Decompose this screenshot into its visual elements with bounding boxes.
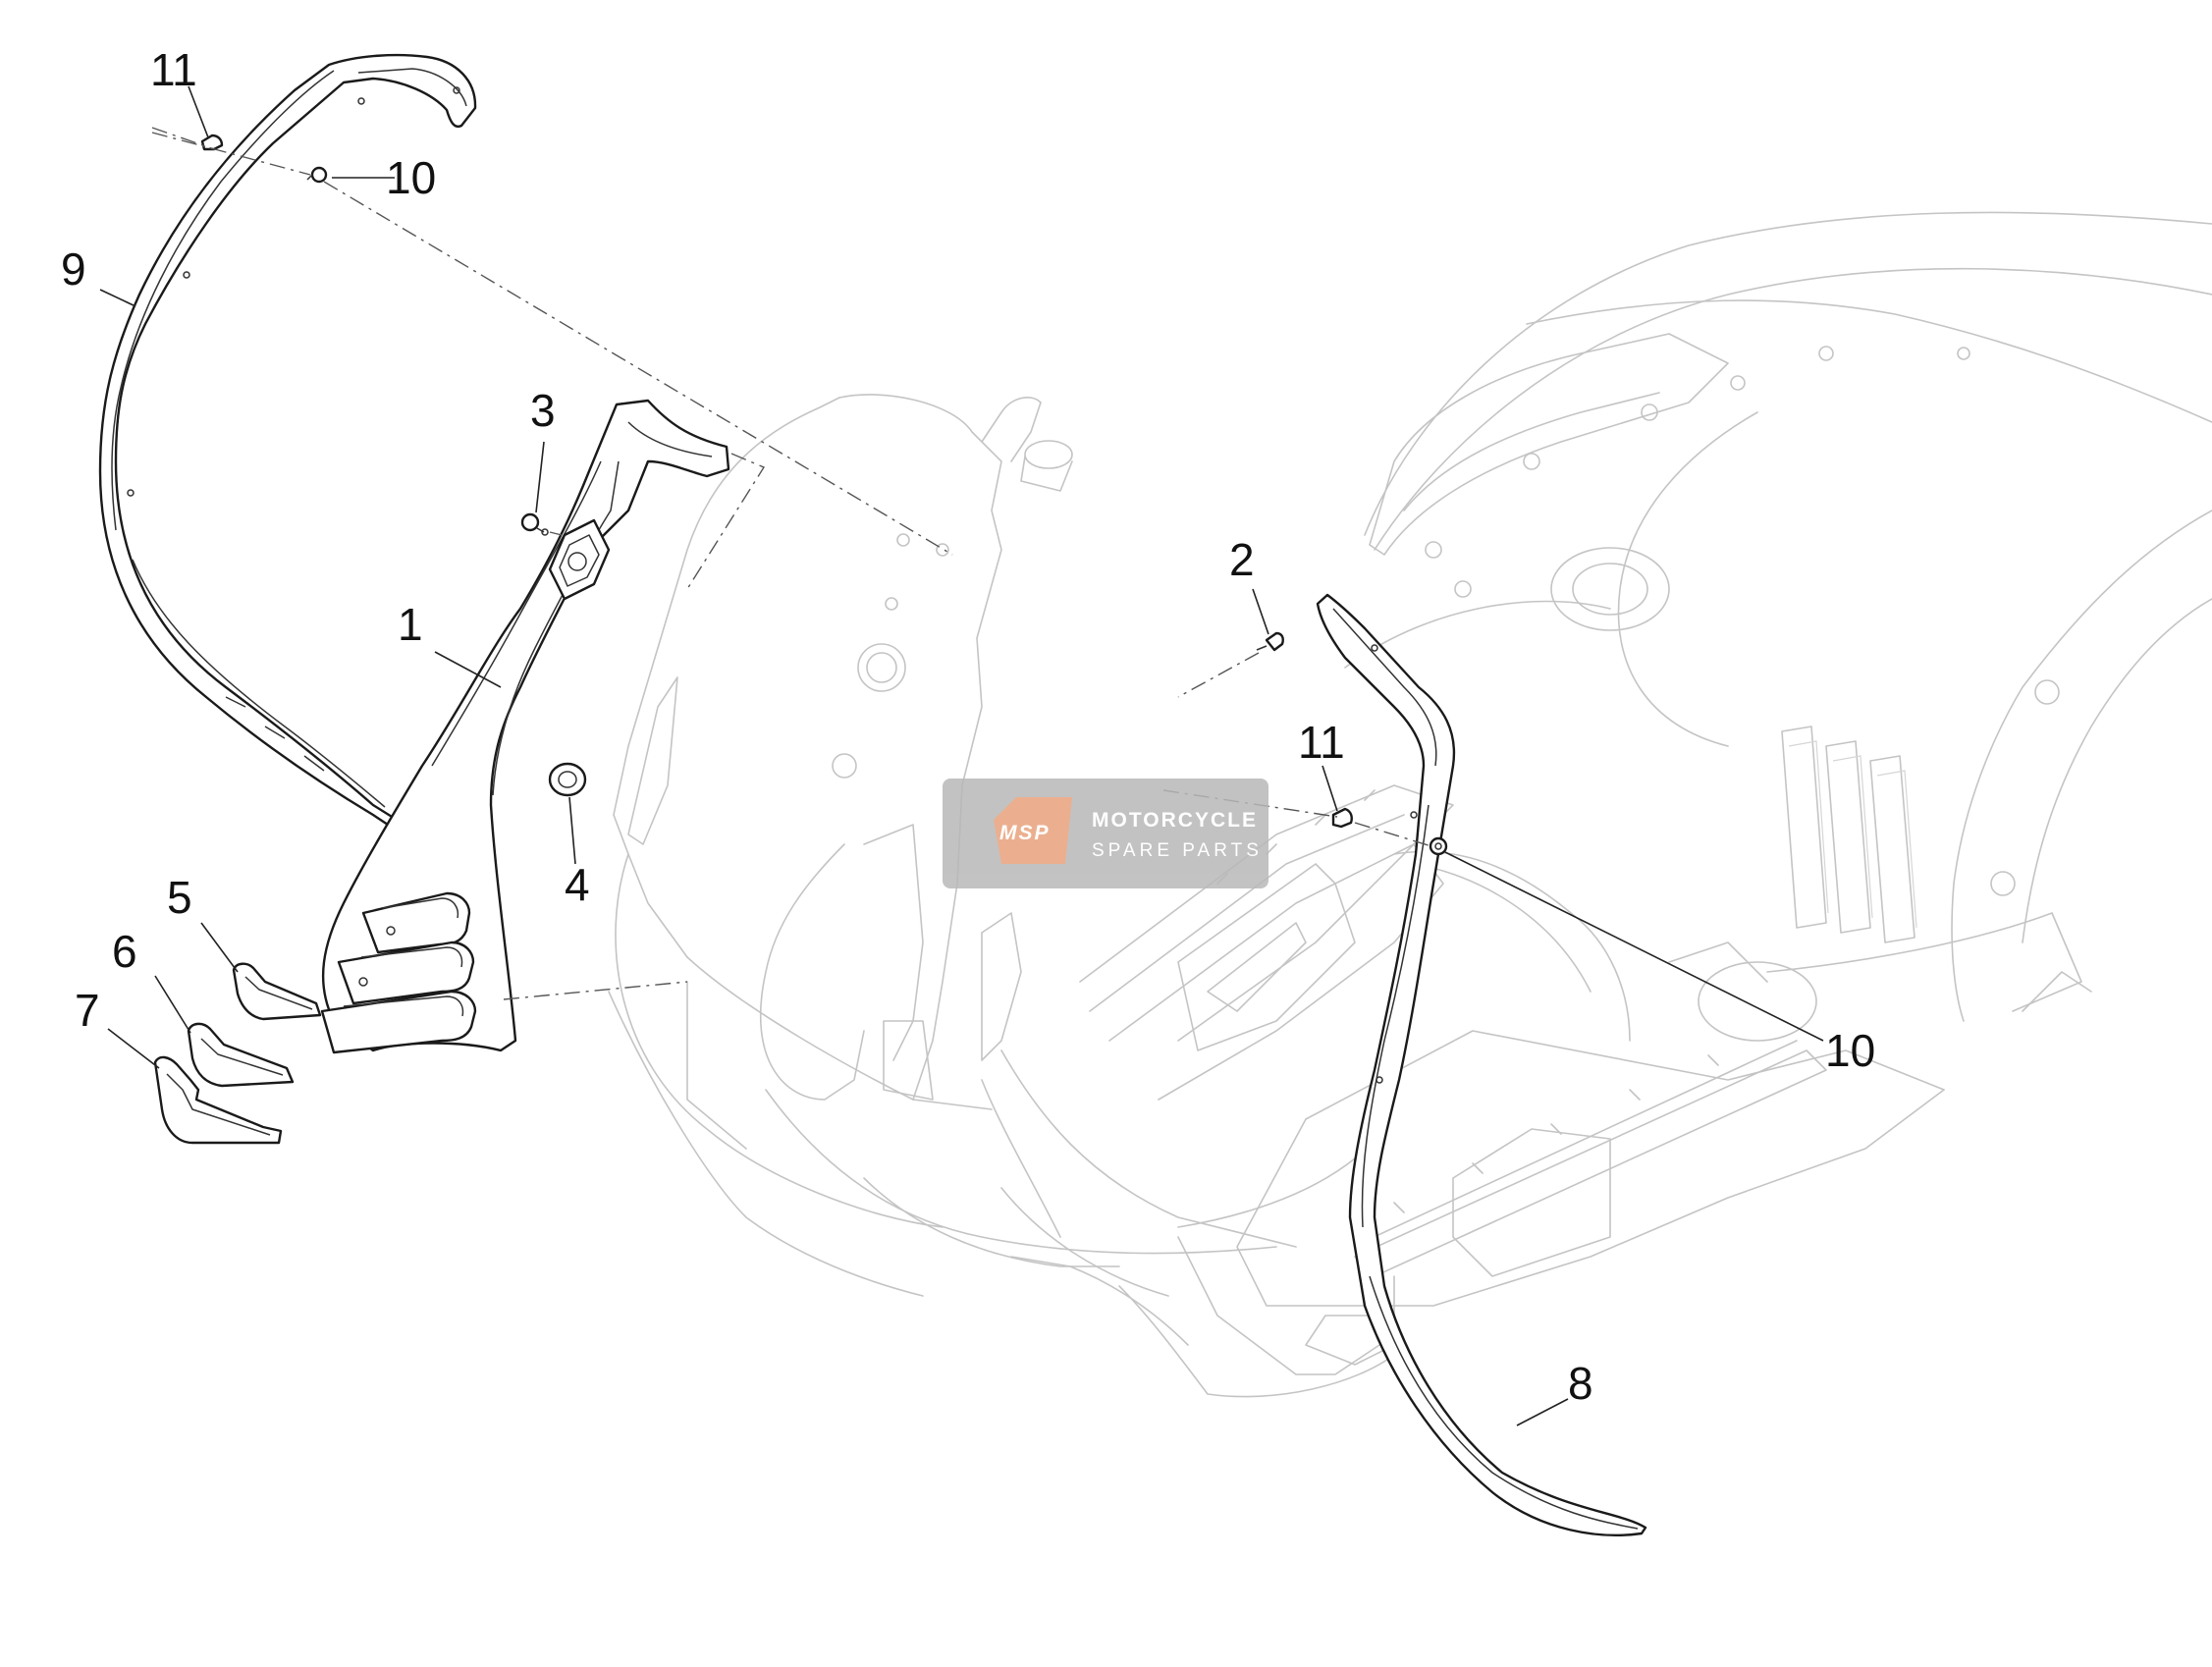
callout-3: 3 [530,385,556,436]
part-10-screw-mid [1429,836,1448,856]
part-8-edge-trim [1316,593,1647,1536]
watermark-logo-shape [994,797,1072,864]
part-11-clip-top [200,134,224,151]
callout-1: 1 [398,599,423,650]
part-3-screw [520,512,549,536]
callout-10-top: 10 [386,152,436,203]
watermark-line2: SPARE PARTS [1092,840,1263,861]
callout-8: 8 [1568,1358,1593,1409]
part-1-horn-cover [320,399,730,1054]
part-5-grille-insert [232,962,322,1021]
callout-7: 7 [75,985,100,1036]
callout-2: 2 [1229,534,1255,585]
leader-lines [99,85,1824,1426]
part-4-grommet [548,762,587,797]
part-11-clip-mid [1331,807,1353,829]
msp-watermark: MSP MOTORCYCLE SPARE PARTS [943,779,1268,888]
callout-5: 5 [167,872,192,923]
callout-4: 4 [565,859,590,910]
part-10-screw-top [306,166,328,184]
watermark-line1: MOTORCYCLE [1092,809,1258,832]
callout-9: 9 [61,243,86,295]
callout-11-mid: 11 [1298,717,1345,768]
watermark-logo-text: MSP [999,822,1051,844]
callout-6: 6 [112,926,137,977]
part-7-grille-insert [153,1055,283,1145]
alignment-lines [151,127,1432,1000]
watermark-background [943,779,1268,888]
callout-labels: 11 10 9 3 1 2 4 11 10 5 6 7 8 [61,44,1875,1409]
part-6-grille-insert [187,1022,295,1088]
part-9-shield-trim [98,53,477,829]
scooter-body-outline [608,211,2212,1398]
part-2-screw [1256,631,1284,652]
callout-10-mid: 10 [1825,1025,1875,1076]
callout-11-top: 11 [150,44,197,95]
